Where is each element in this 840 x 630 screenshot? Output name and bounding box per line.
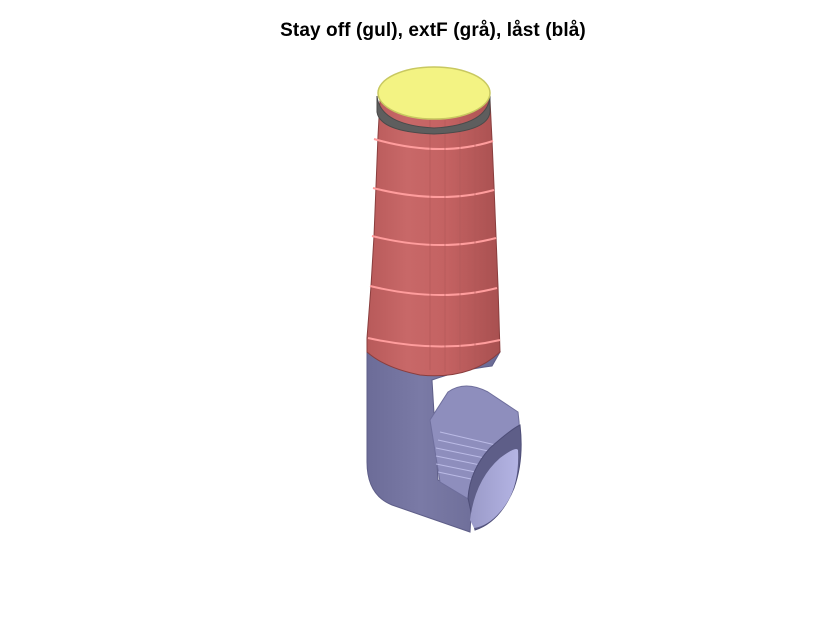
stay-off-section [377, 66, 491, 120]
locked-section [366, 344, 522, 533]
unlocked-section [366, 99, 501, 377]
figure-title: Stay off (gul), extF (grå), låst (blå) [280, 20, 586, 41]
extf-section [376, 95, 491, 135]
